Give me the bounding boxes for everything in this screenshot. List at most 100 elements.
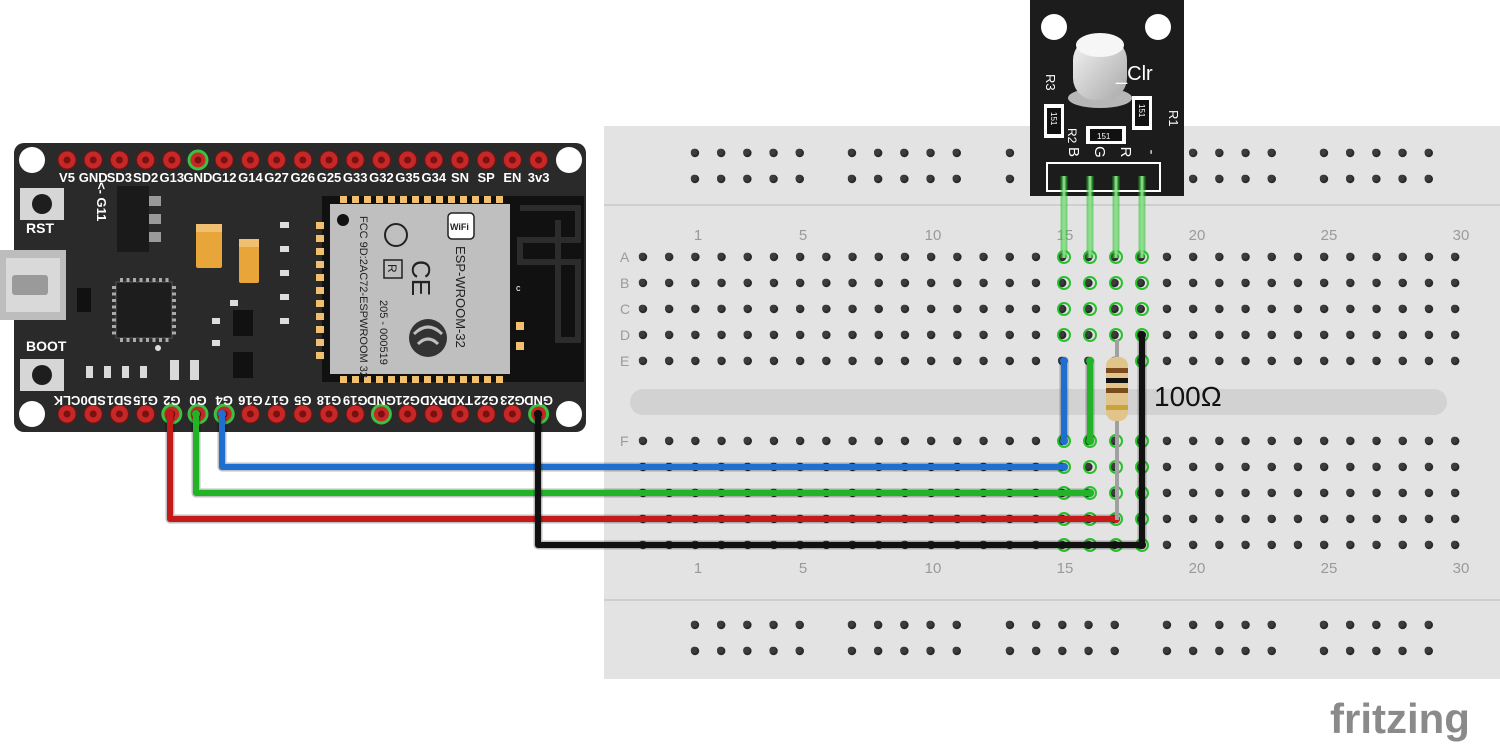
capacitor (196, 224, 222, 268)
g11-label: <- G11 (94, 182, 109, 221)
top-pin-label: G33 (343, 170, 368, 185)
transistor (77, 288, 91, 312)
bottom-pin-label: CLK (53, 393, 80, 408)
module-cert: 205 - 000519 (377, 300, 389, 365)
regulator-chip (117, 186, 149, 252)
wifi-logo-icon (447, 212, 475, 240)
boot-button[interactable] (20, 359, 64, 391)
rst-button[interactable] (20, 188, 64, 220)
column-number: 20 (1189, 560, 1206, 577)
rst-label: RST (26, 220, 54, 236)
uart-chip (112, 278, 176, 342)
column-number: 10 (925, 560, 942, 577)
column-number: 30 (1453, 227, 1470, 244)
bottom-pin-label: G4 (215, 393, 233, 408)
module-title: _Clr (1115, 63, 1153, 85)
wire-red-g2[interactable] (167, 411, 1119, 522)
row-letter: D (620, 327, 630, 343)
top-pin-label: G13 (160, 170, 185, 185)
r-mark-icon (383, 259, 403, 279)
svg-text:151: 151 (1097, 132, 1111, 141)
column-number: 10 (925, 227, 942, 244)
svg-text:151: 151 (1049, 112, 1058, 126)
transistor (233, 310, 253, 336)
bottom-pin-label: G16 (238, 393, 263, 408)
resistor-label: 100Ω (1154, 381, 1222, 412)
column-number: 1 (694, 227, 702, 244)
bottom-pin-label: GND (524, 393, 553, 408)
svg-text:WiFi: WiFi (450, 222, 469, 232)
capacitor (239, 239, 259, 283)
top-pin-label: EN (503, 170, 521, 185)
fritzing-watermark: fritzing (1330, 695, 1470, 742)
column-number: 20 (1189, 227, 1206, 244)
column-number: 25 (1321, 560, 1338, 577)
top-pin-label: 3v3 (528, 170, 550, 185)
bottom-pin-label: G0 (189, 393, 206, 408)
row-letter: B (620, 275, 629, 291)
bottom-pin-label: RXD (420, 393, 447, 408)
top-pin-label: G26 (291, 170, 316, 185)
top-pin-label: G25 (317, 170, 342, 185)
bottom-pin-label: GND (367, 393, 396, 408)
rgb-pin-label: B (1065, 147, 1082, 157)
top-pin-label: G34 (422, 170, 447, 185)
row-letter: A (620, 249, 630, 265)
boot-label: BOOT (26, 338, 67, 354)
top-pin-label: G27 (264, 170, 289, 185)
transistor (233, 352, 253, 378)
bottom-pin-label: G19 (343, 393, 368, 408)
bottom-pin-label: G5 (294, 393, 311, 408)
wire-blue-g4[interactable] (219, 411, 1067, 470)
bottom-pin-label: G18 (317, 393, 342, 408)
column-number: 25 (1321, 227, 1338, 244)
column-number: 15 (1057, 560, 1074, 577)
r1-label: R1 (1166, 110, 1181, 127)
top-pin-label: GND (184, 170, 213, 185)
module-legs (1060, 176, 1146, 258)
top-pin-label: V5 (59, 170, 75, 185)
wires (165, 330, 1147, 550)
bottom-pin-label: G17 (264, 393, 289, 408)
ce-mark: CE (406, 260, 436, 296)
esp-wroom-module: WiFi ESP-WROOM-32 FCC 9D:2AC72-ESPWROOM … (316, 196, 584, 383)
esp32-board: RST BOOT <- G11 (0, 143, 586, 432)
top-pin-label: SN (451, 170, 469, 185)
wire-black-gnd[interactable] (535, 332, 1145, 548)
column-number: 5 (799, 227, 807, 244)
r3-label: R3 (1043, 74, 1058, 91)
top-pin-label: SP (478, 170, 496, 185)
bottom-pin-label: G23 (500, 393, 525, 408)
row-letter: C (620, 301, 630, 317)
bottom-pin-label: G21 (395, 393, 420, 408)
bottom-pin-label: G2 (163, 393, 180, 408)
top-pin-label: SD3 (107, 170, 132, 185)
bottom-pin-label: SD0 (81, 393, 106, 408)
top-pin-label: G12 (212, 170, 237, 185)
svg-text:151: 151 (1137, 104, 1146, 118)
center-channel (630, 389, 1447, 415)
column-number: 30 (1453, 560, 1470, 577)
fcc-emblem-icon (384, 223, 408, 247)
usb-connector (0, 250, 66, 320)
column-number: 5 (799, 560, 807, 577)
rgb-led (1068, 33, 1132, 108)
rgb-pin-label: - (1143, 150, 1160, 155)
r2-label: R2 (1065, 128, 1079, 144)
wire-green-g0[interactable] (193, 411, 1093, 496)
resistor-100-ohm (1106, 340, 1128, 520)
bottom-pin-label: SD1 (107, 393, 132, 408)
bottom-pin-label: G15 (133, 393, 158, 408)
row-letter: E (620, 353, 629, 369)
bottom-pin-header (57, 403, 550, 425)
top-pin-label: G35 (395, 170, 420, 185)
row-letter: F (620, 433, 629, 449)
breadboard: 115510101515202025253030ABCDEF (604, 126, 1500, 679)
rgb-pin-label: G (1091, 146, 1108, 158)
module-fcc: FCC 9D:2AC72-ESPWROOM 32 (357, 216, 369, 378)
smd-components (86, 222, 289, 378)
